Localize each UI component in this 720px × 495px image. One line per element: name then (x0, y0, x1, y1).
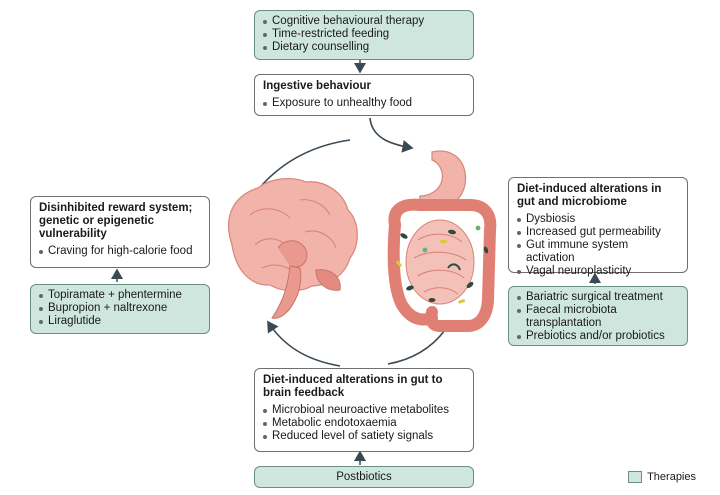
list-item: Dysbiosis (517, 213, 679, 226)
gut-microbiome-box: Diet-induced alterations in gut and micr… (508, 177, 688, 277)
list-item: Dietary counselling (263, 41, 465, 54)
list-item: Prebiotics and/or probiotics (517, 330, 679, 343)
list-item: Cognitive behavioural therapy (263, 15, 465, 28)
list-item: Liraglutide (39, 315, 201, 328)
box-title: Diet-induced alterations in gut to brain… (263, 374, 443, 399)
therapy-list-top: Cognitive behavioural therapy Time-restr… (263, 15, 465, 54)
list-item: Metabolic endotoxaemia (263, 417, 465, 430)
cycle-arrow-top (369, 117, 414, 153)
list-item: Gut immune system activation (517, 239, 679, 265)
therapy-box-top: Cognitive behavioural therapy Time-restr… (254, 10, 474, 60)
list-item: Reduced level of satiety signals (263, 430, 465, 443)
gut-illustration (387, 150, 497, 332)
list-item: Exposure to unhealthy food (263, 97, 465, 110)
list-item: Microbioal neuroactive metabolites (263, 404, 465, 417)
box-title: Ingestive behaviour (263, 80, 372, 92)
therapy-box-bottom: Postbiotics (254, 466, 474, 488)
therapy-label: Postbiotics (336, 471, 392, 483)
reward-system-box: Disinhibited reward system; genetic or e… (30, 196, 210, 268)
cycle-arrow-left (267, 320, 341, 367)
list-item: Craving for high-calorie food (39, 245, 201, 258)
box-title: Disinhibited reward system; genetic or e… (39, 202, 193, 240)
list-item: Bupropion + naltrexone (39, 302, 201, 315)
box-title: Diet-induced alterations in gut and micr… (517, 183, 662, 208)
legend-label: Therapies (647, 471, 696, 483)
legend: Therapies (628, 471, 696, 483)
list-item: Bariatric surgical treatment (517, 291, 679, 304)
therapy-box-right: Bariatric surgical treatment Faecal micr… (508, 286, 688, 346)
list-item: Vagal neuroplasticity (517, 265, 679, 278)
list-item: Increased gut permeability (517, 226, 679, 239)
cycle-arrow-top-left (261, 139, 351, 186)
therapy-box-left: Topiramate + phentermine Bupropion + nal… (30, 284, 210, 334)
list-item: Time-restricted feeding (263, 28, 465, 41)
gut-brain-feedback-box: Diet-induced alterations in gut to brain… (254, 368, 474, 452)
legend-swatch (628, 471, 643, 483)
ingestive-behaviour-box: Ingestive behaviour Exposure to unhealth… (254, 74, 474, 116)
list-item: Topiramate + phentermine (39, 289, 201, 302)
list-item: Faecal microbiota transplantation (517, 304, 679, 330)
cycle-arrow-bottom (387, 329, 446, 365)
brain-illustration (227, 178, 358, 319)
